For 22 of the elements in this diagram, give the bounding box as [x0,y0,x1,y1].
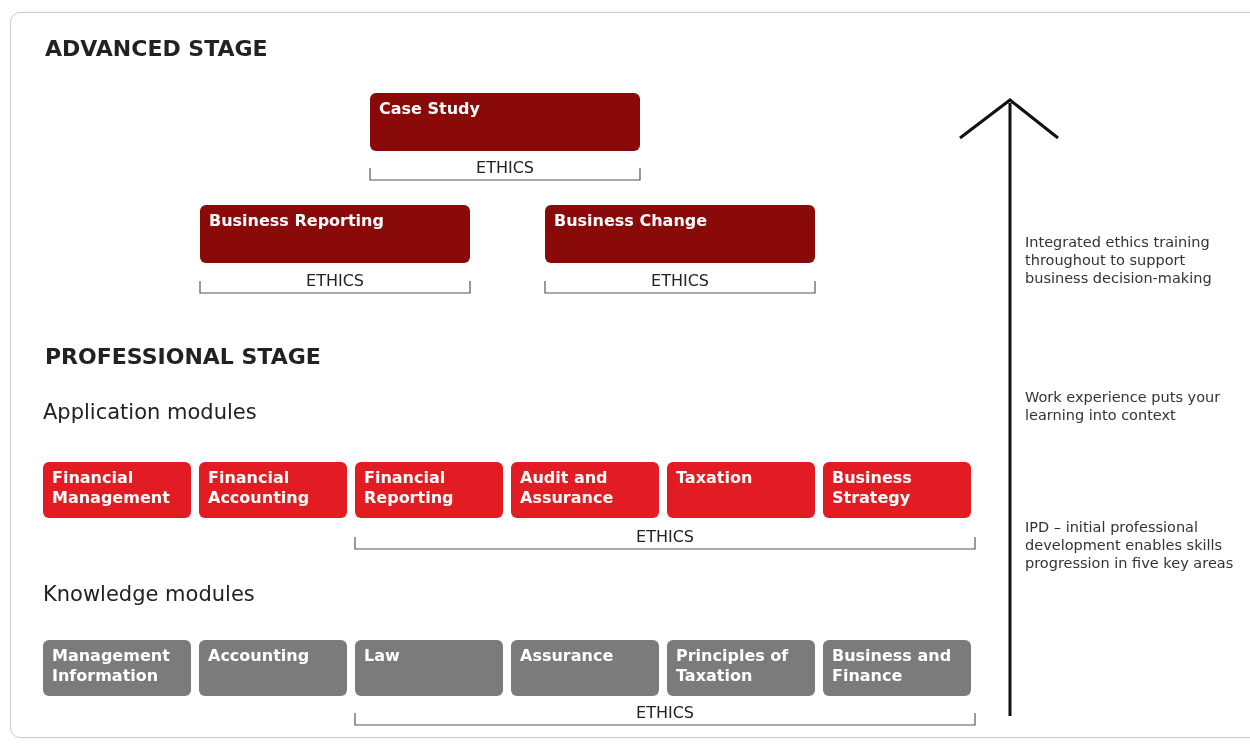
note-text: IPD – initial professional development enables skills progression in five key areas [1025,518,1235,572]
application-module-box: Audit and Assurance [511,462,659,518]
advanced-module-box: Case Study [370,93,640,151]
section-heading: Knowledge modules [43,582,255,606]
application-module-box: Financial Reporting [355,462,503,518]
section-heading: Application modules [43,400,257,424]
application-module-box: Taxation [667,462,815,518]
stage-heading: PROFESSIONAL STAGE [45,344,321,369]
application-module-box: Financial Management [43,462,191,518]
application-module-box: Financial Accounting [199,462,347,518]
advanced-module-box: Business Reporting [200,205,470,263]
knowledge-module-box: Management Information [43,640,191,696]
advanced-module-box: Business Change [545,205,815,263]
note-text: Integrated ethics training throughout to support business decision-making [1025,233,1213,287]
knowledge-module-box: Law [355,640,503,696]
knowledge-module-box: Accounting [199,640,347,696]
knowledge-module-box: Assurance [511,640,659,696]
knowledge-module-box: Business and Finance [823,640,971,696]
knowledge-module-box: Principles of Taxation [667,640,815,696]
note-text: Work experience puts your learning into context [1025,388,1222,424]
stage-heading: ADVANCED STAGE [45,36,268,61]
application-module-box: Business Strategy [823,462,971,518]
